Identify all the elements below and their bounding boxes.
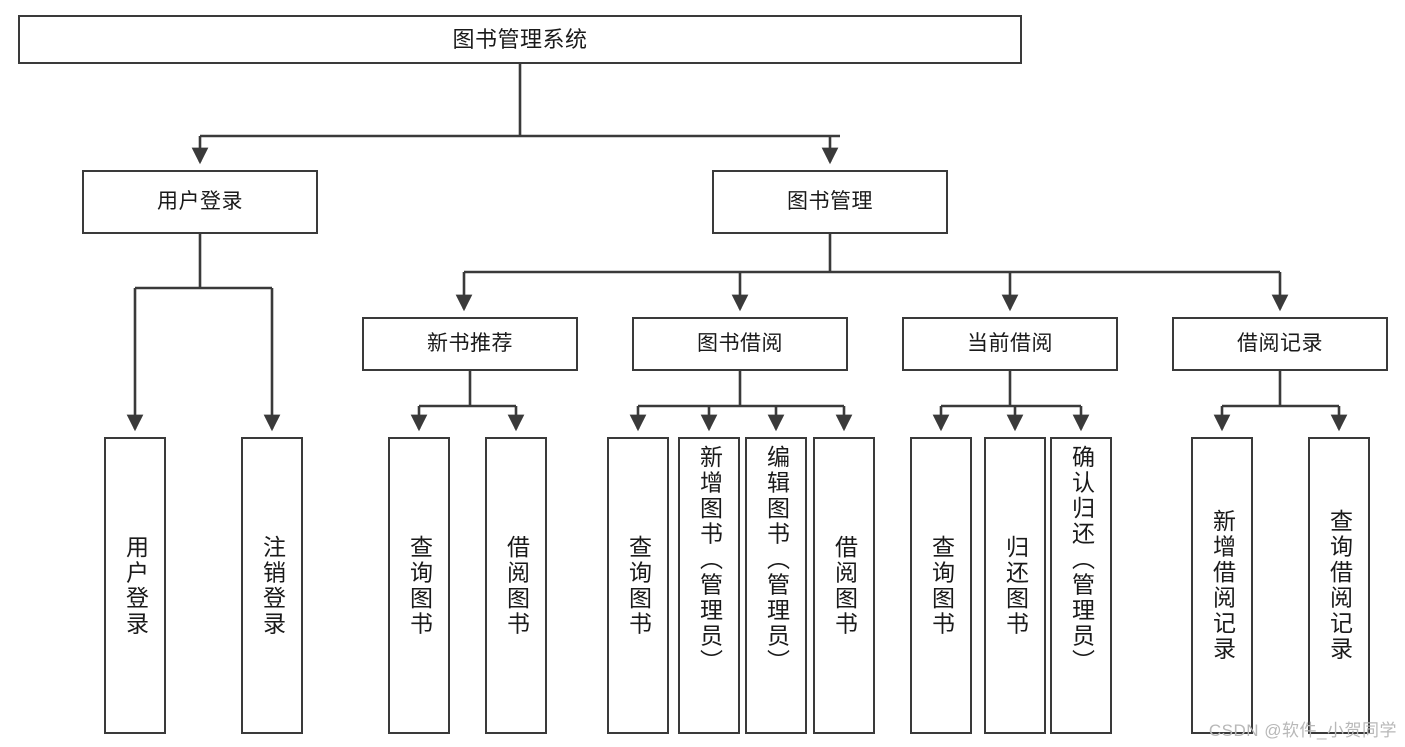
node-leaf-confirm-return-label: 确认归还（管理员） <box>1068 445 1095 675</box>
node-leaf-add-record-label: 新增借阅记录 <box>1209 509 1236 662</box>
node-leaf-edit-book-label: 编辑图书（管理员） <box>763 445 790 675</box>
node-leaf-borrow-book-1[interactable]: 借阅图书 <box>485 437 547 734</box>
node-leaf-borrow-book-2-label: 借阅图书 <box>831 534 858 637</box>
node-borrow-record-label: 借阅记录 <box>1237 331 1323 355</box>
node-leaf-user-logout-label: 注销登录 <box>259 534 286 637</box>
node-leaf-query-book-3[interactable]: 查询图书 <box>910 437 972 734</box>
node-leaf-borrow-book-1-label: 借阅图书 <box>503 534 530 637</box>
node-current-borrow[interactable]: 当前借阅 <box>902 317 1118 371</box>
node-new-book-rec-label: 新书推荐 <box>427 331 513 355</box>
node-borrow-record[interactable]: 借阅记录 <box>1172 317 1388 371</box>
node-leaf-user-logout[interactable]: 注销登录 <box>241 437 303 734</box>
node-book-borrow[interactable]: 图书借阅 <box>632 317 848 371</box>
node-leaf-query-record[interactable]: 查询借阅记录 <box>1308 437 1370 734</box>
watermark-text: CSDN @软件_小贺同学 <box>1208 721 1397 740</box>
node-new-book-rec[interactable]: 新书推荐 <box>362 317 578 371</box>
node-leaf-query-book-2[interactable]: 查询图书 <box>607 437 669 734</box>
node-leaf-add-book-label: 新增图书（管理员） <box>696 445 723 675</box>
node-leaf-add-record[interactable]: 新增借阅记录 <box>1191 437 1253 734</box>
node-leaf-borrow-book-2[interactable]: 借阅图书 <box>813 437 875 734</box>
node-leaf-add-book[interactable]: 新增图书（管理员） <box>678 437 740 734</box>
node-current-borrow-label: 当前借阅 <box>967 331 1053 355</box>
node-leaf-query-book-1[interactable]: 查询图书 <box>388 437 450 734</box>
node-leaf-user-login-label: 用户登录 <box>122 534 149 637</box>
node-leaf-user-login[interactable]: 用户登录 <box>104 437 166 734</box>
node-user-login-label: 用户登录 <box>157 189 243 213</box>
node-leaf-query-book-1-label: 查询图书 <box>406 534 433 637</box>
node-leaf-confirm-return[interactable]: 确认归还（管理员） <box>1050 437 1112 734</box>
node-leaf-return-book-label: 归还图书 <box>1002 534 1029 637</box>
node-leaf-return-book[interactable]: 归还图书 <box>984 437 1046 734</box>
node-book-manage-label: 图书管理 <box>787 189 873 213</box>
node-leaf-query-book-2-label: 查询图书 <box>625 534 652 637</box>
node-leaf-query-record-label: 查询借阅记录 <box>1326 509 1353 662</box>
node-leaf-edit-book[interactable]: 编辑图书（管理员） <box>745 437 807 734</box>
node-book-manage[interactable]: 图书管理 <box>712 170 948 234</box>
node-leaf-query-book-3-label: 查询图书 <box>928 534 955 637</box>
node-root-label: 图书管理系统 <box>452 26 588 52</box>
node-book-borrow-label: 图书借阅 <box>697 331 783 355</box>
node-root[interactable]: 图书管理系统 <box>18 15 1022 64</box>
node-user-login[interactable]: 用户登录 <box>82 170 318 234</box>
